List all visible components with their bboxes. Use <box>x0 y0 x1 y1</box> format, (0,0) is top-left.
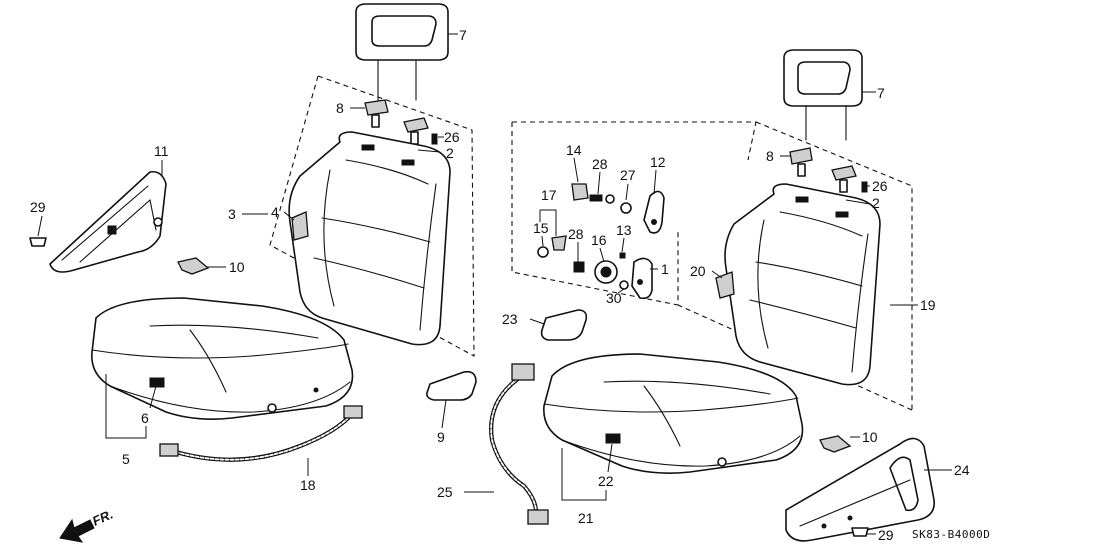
callout-28-top: 28 <box>592 156 608 172</box>
left-seat-harness <box>159 405 363 462</box>
callout-3: 3 <box>228 206 236 222</box>
recliner-hardware <box>537 183 665 300</box>
callout-6: 6 <box>141 410 149 426</box>
right-seat-clip <box>819 435 852 453</box>
lever-12 <box>643 190 665 234</box>
left-cover-screw <box>29 237 47 247</box>
callout-15: 15 <box>533 220 549 236</box>
callout-29-right: 29 <box>878 527 894 543</box>
diagram-part-code: SK83-B4000D <box>912 528 991 541</box>
right-cover-screw <box>851 527 869 537</box>
callout-30: 30 <box>606 290 622 306</box>
callout-10-left: 10 <box>229 259 245 275</box>
lever-1 <box>631 257 653 300</box>
callout-5: 5 <box>122 451 130 467</box>
callout-29-left: 29 <box>30 199 46 215</box>
left-seatback-frame-outline <box>269 75 475 357</box>
callout-12: 12 <box>650 154 666 170</box>
left-headrest-guides <box>364 99 438 145</box>
callout-28-bottom: 28 <box>568 226 584 242</box>
callout-23: 23 <box>502 311 518 327</box>
callout-7-right: 7 <box>877 85 885 101</box>
left-seat-cushion <box>91 297 354 420</box>
callout-2-left: 2 <box>446 145 454 161</box>
callout-11: 11 <box>154 143 169 159</box>
callout-21: 21 <box>578 510 594 526</box>
callout-26-left: 26 <box>444 129 460 145</box>
callout-7-left: 7 <box>459 27 467 43</box>
left-seat-clip <box>177 257 210 275</box>
callout-1: 1 <box>661 261 669 277</box>
right-headrest-guides <box>789 147 868 193</box>
callout-19: 19 <box>920 297 936 313</box>
callout-14: 14 <box>566 142 582 158</box>
right-seat-cushion <box>543 353 804 474</box>
gear-16 <box>594 260 618 284</box>
callout-27: 27 <box>620 167 636 183</box>
callout-13: 13 <box>616 222 632 238</box>
callout-4: 4 <box>271 204 279 220</box>
callout-8-left: 8 <box>336 100 344 116</box>
callout-20: 20 <box>690 263 706 279</box>
callout-2-right: 2 <box>872 195 880 211</box>
callout-8-right: 8 <box>766 148 774 164</box>
callout-26-right: 26 <box>872 178 888 194</box>
part-14 <box>571 183 589 201</box>
knob-9 <box>426 370 477 401</box>
callout-17: 17 <box>541 187 557 203</box>
callout-10-right: 10 <box>862 429 878 445</box>
leader-lines <box>37 33 952 535</box>
left-headrest <box>355 3 449 101</box>
center-seat-harness <box>489 363 549 525</box>
callout-25: 25 <box>437 484 453 500</box>
callout-18: 18 <box>300 477 316 493</box>
right-seatback <box>715 183 881 386</box>
knob-23 <box>540 309 588 341</box>
right-headrest <box>783 49 863 141</box>
callout-24: 24 <box>954 462 970 478</box>
callout-9: 9 <box>437 429 445 445</box>
left-seat-rail-cover <box>49 170 167 273</box>
right-seat-rail-cover <box>785 437 935 542</box>
front-direction-arrow <box>59 518 95 543</box>
left-seatback <box>288 131 451 346</box>
callout-16: 16 <box>591 232 607 248</box>
callout-22: 22 <box>598 473 614 489</box>
